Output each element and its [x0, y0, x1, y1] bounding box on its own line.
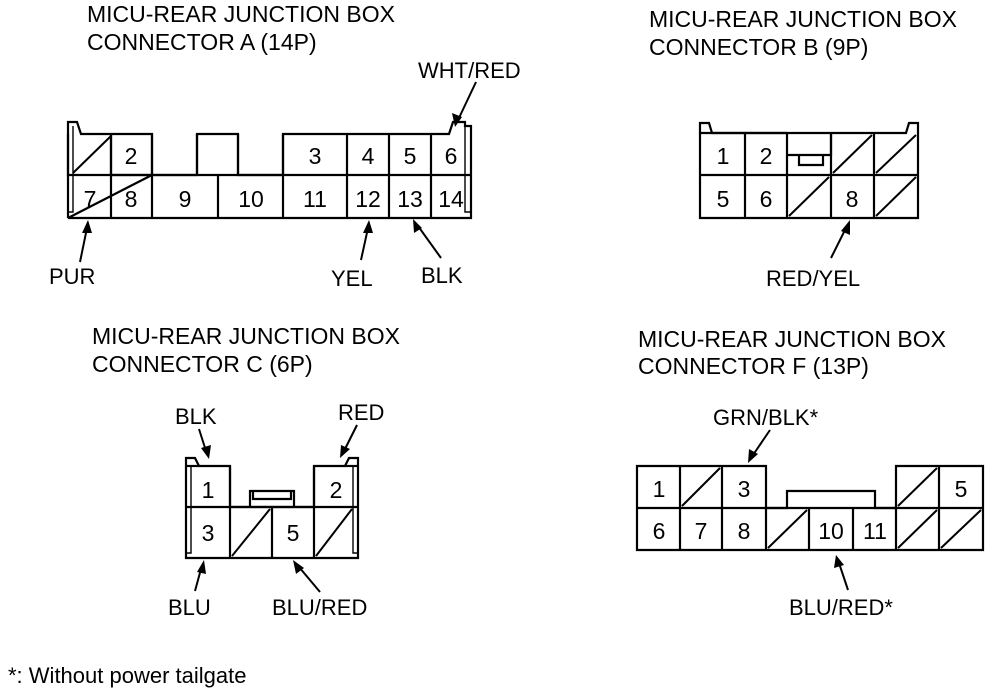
connector-a-pin-4: 4	[362, 143, 375, 169]
connector-c-pins: 1 2 3 5	[202, 477, 343, 546]
connector-b-pin-2: 2	[760, 143, 773, 169]
connector-a-body	[66, 120, 473, 220]
connector-f-pin-5: 5	[955, 476, 968, 502]
connector-c-wire-pin3: BLU	[168, 560, 211, 620]
connector-b-pin-6: 6	[760, 186, 773, 212]
connector-a-wire-pin13: BLK	[413, 219, 463, 288]
connector-a-title-line2: CONNECTOR A (14P)	[87, 29, 317, 55]
connector-a-pin-8: 8	[125, 186, 138, 212]
connector-a-pin-12: 12	[355, 186, 381, 212]
connector-b: MICU-REAR JUNCTION BOX CONNECTOR B (9P) …	[649, 6, 957, 291]
connector-f-body	[635, 464, 985, 552]
connector-a-pin-14: 14	[438, 186, 464, 212]
connector-f-title-line2: CONNECTOR F (13P)	[638, 353, 869, 379]
connector-b-pin-1: 1	[717, 143, 730, 169]
connector-f-pin-11: 11	[863, 518, 887, 544]
connector-b-body	[698, 121, 920, 220]
connector-c-pin-1: 1	[202, 477, 215, 503]
wire-label-blu-red-f: BLU/RED*	[789, 595, 893, 620]
connector-c: MICU-REAR JUNCTION BOX CONNECTOR C (6P) …	[92, 323, 400, 620]
wire-label-grn-blk: GRN/BLK*	[713, 405, 819, 430]
connector-a-pin-13: 13	[397, 186, 423, 212]
connector-a-title-line1: MICU-REAR JUNCTION BOX	[87, 1, 395, 27]
connector-a-wire-pin12: YEL	[331, 220, 373, 291]
wire-label-blk-c: BLK	[175, 404, 217, 429]
connector-c-pin-2: 2	[330, 477, 343, 503]
wire-label-yel: YEL	[331, 266, 373, 291]
connector-c-body	[184, 456, 360, 560]
connector-f-pin-7: 7	[695, 518, 708, 544]
connector-c-wire-pin1: BLK	[175, 404, 217, 459]
connector-f-pins: 1 3 5 6 7 8 10 11	[653, 476, 968, 544]
connector-b-title-line2: CONNECTOR B (9P)	[649, 34, 868, 60]
wire-label-red: RED	[338, 400, 384, 425]
connector-f-pin-3: 3	[738, 476, 751, 502]
connector-c-wire-pin2: RED	[338, 400, 384, 458]
connector-a-pin-9: 9	[179, 186, 192, 212]
connector-f-wire-pin10: BLU/RED*	[789, 555, 893, 620]
connector-a-wire-pin7: PUR	[49, 220, 95, 289]
connector-b-pins: 1 2 5 6 8	[717, 143, 859, 212]
connector-a-pin-5: 5	[404, 143, 417, 169]
connector-b-wire-pin8: RED/YEL	[766, 220, 860, 291]
connector-f-pin-6: 6	[653, 518, 666, 544]
connector-c-title-line2: CONNECTOR C (6P)	[92, 351, 313, 377]
connector-f-wire-pin3: GRN/BLK*	[713, 405, 819, 463]
wire-label-blu-red: BLU/RED	[272, 595, 367, 620]
connector-c-pin-3: 3	[202, 520, 215, 546]
connector-a-pin-7: 7	[84, 186, 97, 212]
connector-f-pin-10: 10	[818, 518, 844, 544]
connector-a: MICU-REAR JUNCTION BOX CONNECTOR A (14P)…	[49, 1, 521, 291]
connector-a-pin-6: 6	[445, 143, 458, 169]
wire-label-red-yel: RED/YEL	[766, 266, 860, 291]
footnote: *: Without power tailgate	[8, 663, 246, 688]
connector-c-pin-5: 5	[287, 520, 300, 546]
connector-f-pin-8: 8	[738, 518, 751, 544]
connector-a-pin-10: 10	[238, 186, 264, 212]
wire-label-blk: BLK	[421, 263, 463, 288]
connector-b-title-line1: MICU-REAR JUNCTION BOX	[649, 6, 957, 32]
connector-a-pin-2: 2	[125, 143, 138, 169]
connector-a-wire-pin6: WHT/RED	[418, 58, 521, 127]
connector-f: MICU-REAR JUNCTION BOX CONNECTOR F (13P)…	[635, 326, 985, 620]
connector-b-pin-5: 5	[717, 186, 730, 212]
connector-a-pins: 2 3 4 5 6 7 8 9 10 11 12 13 14	[84, 143, 464, 212]
connector-c-title-line1: MICU-REAR JUNCTION BOX	[92, 323, 400, 349]
connector-c-wire-pin5: BLU/RED	[272, 560, 367, 620]
connector-f-pin-1: 1	[653, 476, 666, 502]
connector-f-title-line1: MICU-REAR JUNCTION BOX	[638, 326, 946, 352]
connector-b-pin-8: 8	[846, 186, 859, 212]
wire-label-blu: BLU	[168, 595, 211, 620]
wire-label-wht-red: WHT/RED	[418, 58, 521, 83]
wire-label-pur: PUR	[49, 264, 95, 289]
connector-a-pin-11: 11	[303, 186, 327, 212]
connector-a-pin-3: 3	[309, 143, 322, 169]
